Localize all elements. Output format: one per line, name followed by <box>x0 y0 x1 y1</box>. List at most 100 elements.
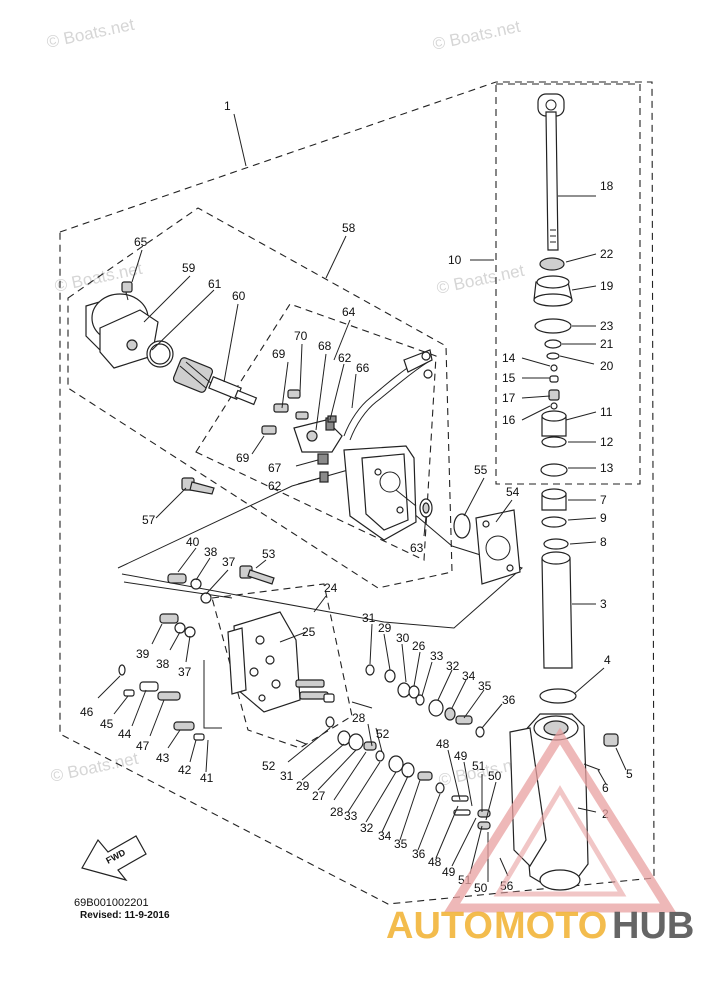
label-41: 41 <box>200 771 214 785</box>
automotohub-logo: AUTO MOTO HUB <box>386 727 694 947</box>
bolts <box>181 477 275 585</box>
label-62: 62 <box>338 351 352 365</box>
label-57: 57 <box>142 513 156 527</box>
label-48: 48 <box>428 855 442 869</box>
label-63: 63 <box>410 541 424 555</box>
label-40: 40 <box>186 535 200 549</box>
label-35: 35 <box>394 837 408 851</box>
label-38: 38 <box>156 657 170 671</box>
logo-hub: HUB <box>612 905 694 947</box>
label-17: 17 <box>502 391 516 405</box>
label-11: 11 <box>600 405 613 419</box>
label-34: 34 <box>378 829 392 843</box>
label-6: 6 <box>602 781 609 795</box>
label-59: 59 <box>182 261 196 275</box>
diagram-code: 69B001002201 <box>74 897 149 909</box>
label-12: 12 <box>600 435 614 449</box>
pump-motor <box>85 281 258 406</box>
label-50: 50 <box>474 881 488 895</box>
cylinder-assembly <box>509 488 619 891</box>
label-37: 37 <box>178 665 192 679</box>
label-7: 7 <box>600 493 607 507</box>
label-23: 23 <box>600 319 614 333</box>
watermark-text: © Boats.net <box>49 749 140 786</box>
valve-chain-upper <box>365 664 485 738</box>
label-13: 13 <box>600 461 614 475</box>
label-53: 53 <box>262 547 276 561</box>
label-28: 28 <box>330 805 344 819</box>
label-50: 50 <box>488 769 502 783</box>
label-22: 22 <box>600 247 614 261</box>
label-15: 15 <box>502 371 516 385</box>
label-67: 67 <box>268 461 282 475</box>
label-36: 36 <box>502 693 516 707</box>
label-49: 49 <box>454 749 468 763</box>
label-69: 69 <box>272 347 286 361</box>
label-27: 27 <box>312 789 326 803</box>
label-1: 1 <box>224 99 231 113</box>
label-42: 42 <box>178 763 192 777</box>
label-31: 31 <box>362 611 376 625</box>
part-labels: 1 2 3 4 5 6 7 8 9 10 11 12 13 14 15 16 1… <box>80 99 633 895</box>
label-33: 33 <box>430 649 444 663</box>
gasket-parts <box>453 509 521 585</box>
label-36: 36 <box>412 847 426 861</box>
motor-end-housing <box>343 445 433 541</box>
label-29: 29 <box>296 779 310 793</box>
label-3: 3 <box>600 597 607 611</box>
fwd-arrow: FWD <box>81 835 147 882</box>
leader-lines <box>97 113 627 882</box>
valve-small-parts <box>118 573 212 741</box>
label-26: 26 <box>412 639 426 653</box>
label-16: 16 <box>502 413 516 427</box>
label-58: 58 <box>342 221 356 235</box>
label-65: 65 <box>134 235 148 249</box>
label-14: 14 <box>502 351 516 365</box>
label-51: 51 <box>472 759 486 773</box>
label-32: 32 <box>446 659 460 673</box>
label-61: 61 <box>208 277 222 291</box>
label-52: 52 <box>262 759 276 773</box>
logo-auto: AUTO <box>386 905 493 947</box>
label-35: 35 <box>478 679 492 693</box>
label-19: 19 <box>600 279 614 293</box>
label-29: 29 <box>378 621 392 635</box>
label-20: 20 <box>600 359 614 373</box>
label-55: 55 <box>474 463 488 477</box>
label-34: 34 <box>462 669 476 683</box>
label-49: 49 <box>442 865 456 879</box>
label-28: 28 <box>352 711 366 725</box>
label-43: 43 <box>156 751 170 765</box>
label-10: 10 <box>448 253 462 267</box>
label-37: 37 <box>222 555 236 569</box>
label-69: 69 <box>236 451 250 465</box>
label-31: 31 <box>280 769 294 783</box>
label-32: 32 <box>360 821 374 835</box>
label-33: 33 <box>344 809 358 823</box>
label-47: 47 <box>136 739 150 753</box>
watermark-text: © Boats.net <box>431 17 522 54</box>
label-18: 18 <box>600 179 614 193</box>
label-38: 38 <box>204 545 218 559</box>
label-44: 44 <box>118 727 132 741</box>
label-30: 30 <box>396 631 410 645</box>
label-8: 8 <box>600 535 607 549</box>
diagram-info: 69B001002201 Revised: 11-9-2016 <box>74 897 170 921</box>
label-4: 4 <box>604 653 611 667</box>
tilt-rod-assembly <box>533 93 573 477</box>
label-39: 39 <box>136 647 150 661</box>
label-5: 5 <box>626 767 633 781</box>
label-64: 64 <box>342 305 356 319</box>
label-60: 60 <box>232 289 246 303</box>
label-46: 46 <box>80 705 94 719</box>
label-25: 25 <box>302 625 316 639</box>
label-70: 70 <box>294 329 308 343</box>
label-54: 54 <box>506 485 520 499</box>
label-62: 62 <box>268 479 282 493</box>
label-52: 52 <box>376 727 390 741</box>
valve-body <box>227 611 373 745</box>
label-68: 68 <box>318 339 332 353</box>
label-9: 9 <box>600 511 607 525</box>
